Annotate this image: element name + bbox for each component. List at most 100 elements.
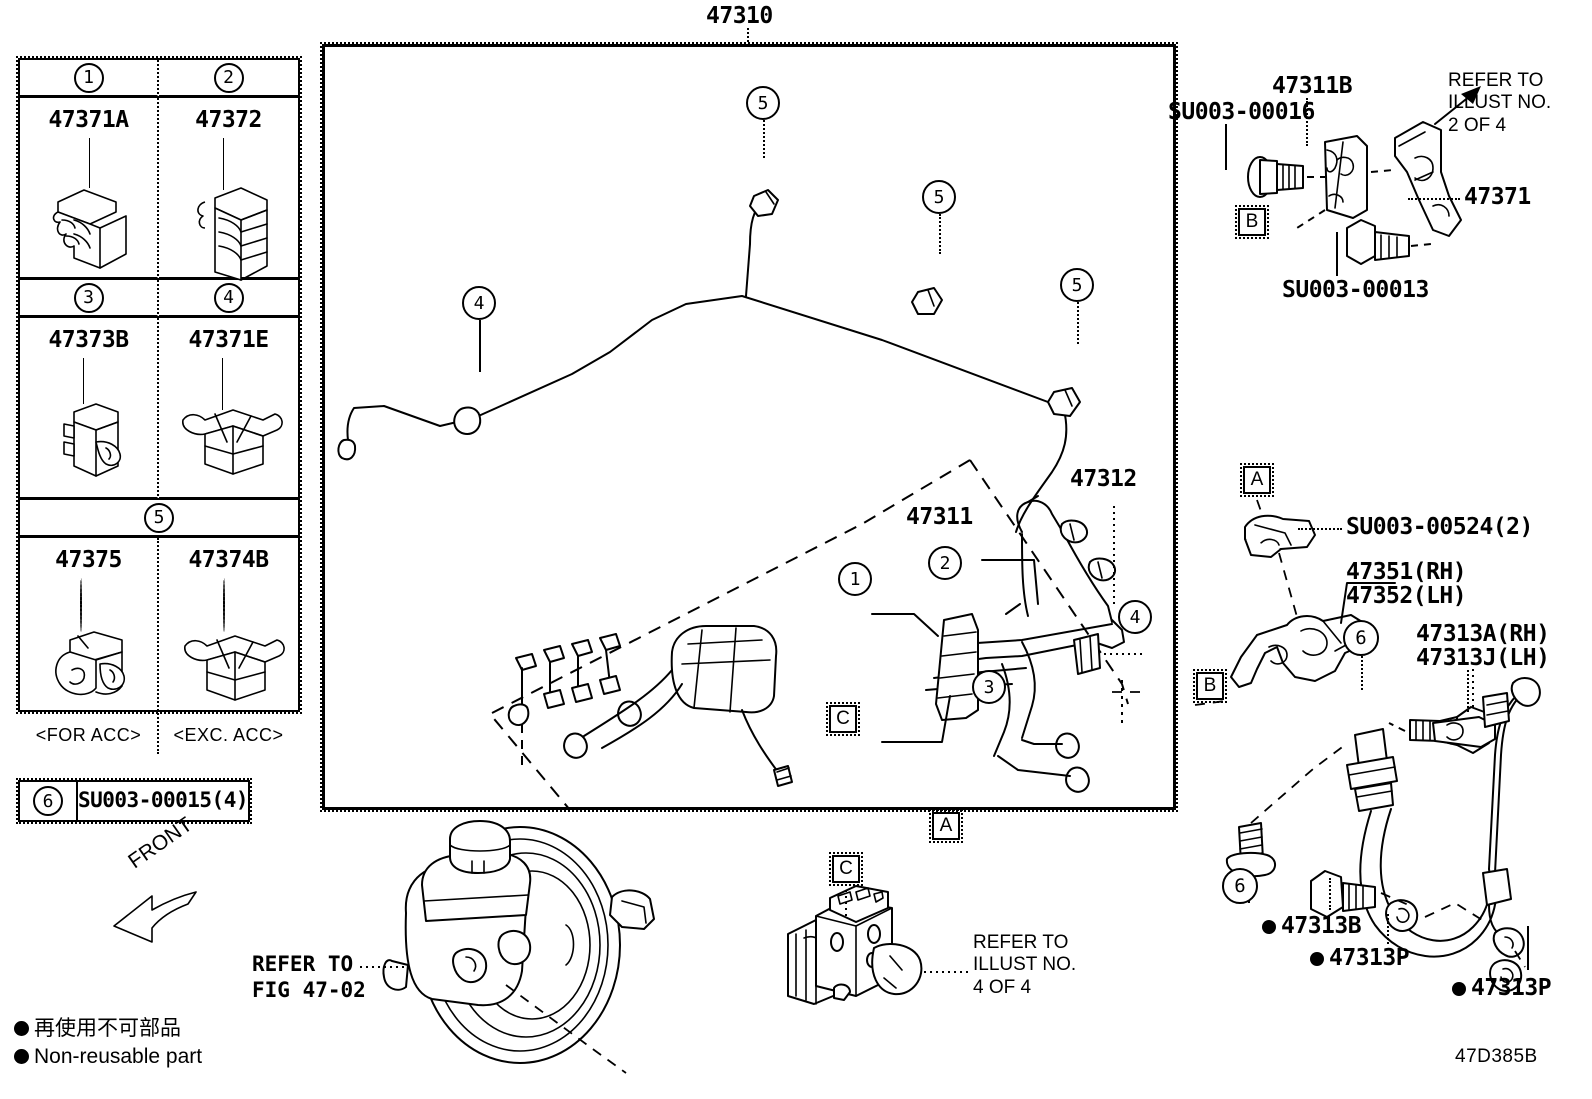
- legend-item-47371A: 47371A: [20, 98, 159, 280]
- section-marker-b-main: B: [1193, 669, 1227, 703]
- callout-5-top-leader: [763, 120, 765, 158]
- section-marker-a-right: A: [1240, 463, 1274, 497]
- legend-part-label-47375: 47375: [55, 547, 122, 573]
- refer-illust-4of4: REFER TO ILLUST NO. 4 OF 4: [973, 932, 1076, 999]
- legend-bubble-4: 4: [213, 282, 244, 313]
- front-arrow-icon: [113, 891, 197, 943]
- footnote-english-text: Non-reusable part: [34, 1045, 203, 1068]
- callout-4-right: 4: [1118, 600, 1152, 634]
- label-su003-00524-leader: [1298, 528, 1342, 530]
- section-marker-c-abs: C: [829, 852, 863, 886]
- callout-5-top: 5: [746, 86, 780, 120]
- section-marker-a-main: A: [929, 809, 963, 843]
- non-reusable-dot-icon: [14, 1021, 29, 1036]
- legend-bubble-cell-5: 5: [20, 500, 298, 538]
- item6-bubble-cell: 6: [20, 782, 78, 820]
- callout-4-left: 4: [462, 286, 496, 320]
- legend-item-47371E: 47371E: [159, 318, 298, 500]
- legend-body-row-2: 47373B 47371E: [20, 318, 298, 500]
- label-47313A-leader: [1467, 670, 1469, 712]
- legend-bubble-cell-2: 2: [159, 60, 298, 98]
- footnote-japanese-text: 再使用不可部品: [34, 1016, 181, 1040]
- sheet-code: 47D385B: [1455, 1046, 1538, 1067]
- legend-part-label-47372: 47372: [195, 107, 262, 133]
- label-47371-leader: [1408, 198, 1460, 200]
- abs-actuator-drawing: [787, 878, 970, 1005]
- refer-illust-2of4-line1: REFER TO: [1448, 70, 1544, 91]
- legend-bubble-5: 5: [144, 502, 174, 533]
- clamp-47372-icon: [197, 187, 268, 281]
- legend-header-row-3: 5: [20, 500, 298, 538]
- callout-2: 2: [928, 546, 962, 580]
- legend-item-47375: 47375 <FOR ACC>: [20, 538, 159, 754]
- grommet-47375-icon: [55, 631, 126, 696]
- legend-body-row-1: 47371A 47372: [20, 98, 298, 281]
- su003-00016-leader: [1225, 124, 1227, 170]
- refer-fig-line1: REFER TO: [252, 952, 354, 976]
- label-47313B-leader: [1329, 878, 1331, 910]
- legend-bubble-1: 1: [73, 62, 104, 93]
- callout-5-right-leader: [1077, 302, 1079, 344]
- non-reusable-dot-47313p-2: [1452, 982, 1466, 996]
- label-47313B-group: 47313B: [1262, 913, 1362, 940]
- callout-6-upper-right: 6: [1343, 620, 1379, 656]
- refer-illust-4of4-line1: REFER TO: [973, 932, 1069, 953]
- legend-part-label-47371E: 47371E: [188, 327, 269, 353]
- legend-header-row-2: 3 4: [20, 280, 298, 318]
- section-marker-b-topright: B: [1235, 205, 1269, 239]
- legend-part-label-47371A: 47371A: [48, 107, 129, 133]
- refer-illust-2of4: REFER TO ILLUST NO. 2 OF 4: [1448, 70, 1551, 137]
- refer-illust-2of4-line3: 2 OF 4: [1448, 114, 1507, 136]
- callout-6-upper-leader: [1361, 656, 1363, 690]
- pedal-bracket-group-drawing: [1247, 86, 1481, 265]
- clip-47371E-icon: [182, 409, 283, 475]
- refer-illust-4of4-line3: 4 OF 4: [973, 976, 1032, 998]
- refer-fig-47-02: REFER TO FIG 47-02: [252, 952, 366, 1003]
- legend-item-47372: 47372: [159, 98, 298, 281]
- main-assembly-leader: [747, 28, 749, 46]
- label-47313P-mid: 47313P: [1329, 945, 1410, 971]
- section-marker-c-main: C: [826, 702, 860, 736]
- callout-6-lower-right: 6: [1222, 868, 1258, 904]
- refer-illust-2of4-line2: ILLUST NO.: [1448, 92, 1552, 114]
- callout-5-right: 5: [1060, 268, 1094, 302]
- label-47371: 47371: [1464, 184, 1531, 210]
- brake-tube-routing-drawing: [337, 189, 1148, 811]
- legend-note-for-acc: <FOR ACC>: [35, 725, 142, 745]
- callout-1: 1: [838, 562, 872, 596]
- clamp-47373B-icon: [63, 403, 122, 477]
- callout-5-mid-leader: [939, 214, 941, 254]
- legend-table: 1 2 47371A 473: [16, 56, 302, 754]
- label-su003-00524: SU003-00524(2): [1346, 514, 1533, 540]
- legend-bubble-cell-3: 3: [20, 280, 159, 318]
- legend-header-row-1: 1 2: [20, 60, 298, 98]
- clip-47374B-icon: [184, 635, 285, 701]
- legend-bubble-3: 3: [73, 282, 104, 313]
- callout-4-left-leader: [479, 320, 481, 372]
- su003-00013-leader: [1336, 232, 1338, 276]
- callout-3: 3: [972, 670, 1006, 704]
- brake-hose-group-drawing: [1194, 499, 1541, 992]
- legend-note-exc-acc: <EXC. ACC>: [173, 725, 284, 745]
- label-47313P-mid-group: 47313P: [1310, 945, 1410, 972]
- legend-bubble-2: 2: [213, 62, 244, 93]
- legend-item-47373B: 47373B: [20, 318, 159, 500]
- legend-part-label-47373B: 47373B: [48, 327, 129, 353]
- part-label-47312: 47312: [1070, 466, 1137, 492]
- main-assembly-number: 47310: [706, 3, 773, 29]
- item6-legend-box: 6 SU003-00015(4): [16, 778, 252, 824]
- legend-bubble-cell-1: 1: [20, 60, 159, 98]
- label-47313J-lh: 47313J(LH): [1416, 645, 1550, 671]
- legend-body-row-3: 47375 <FOR ACC> 47374B: [20, 538, 298, 754]
- refer-fig-line2: FIG 47-02: [252, 977, 366, 1002]
- label-su003-00016: SU003-00016: [1168, 99, 1315, 125]
- label-47313P-right-leader: [1527, 926, 1529, 970]
- refer-illust-4of4-line2: ILLUST NO.: [973, 954, 1077, 976]
- legend-part-label-47374B: 47374B: [188, 547, 269, 573]
- item6-part-number: SU003-00015(4): [77, 788, 249, 813]
- label-47311B-leader: [1306, 98, 1308, 146]
- legend-item-47374B: 47374B <EXC. ACC>: [159, 538, 298, 754]
- clamp-47371A-icon: [52, 189, 127, 269]
- main-diagram-frame: [320, 42, 1178, 812]
